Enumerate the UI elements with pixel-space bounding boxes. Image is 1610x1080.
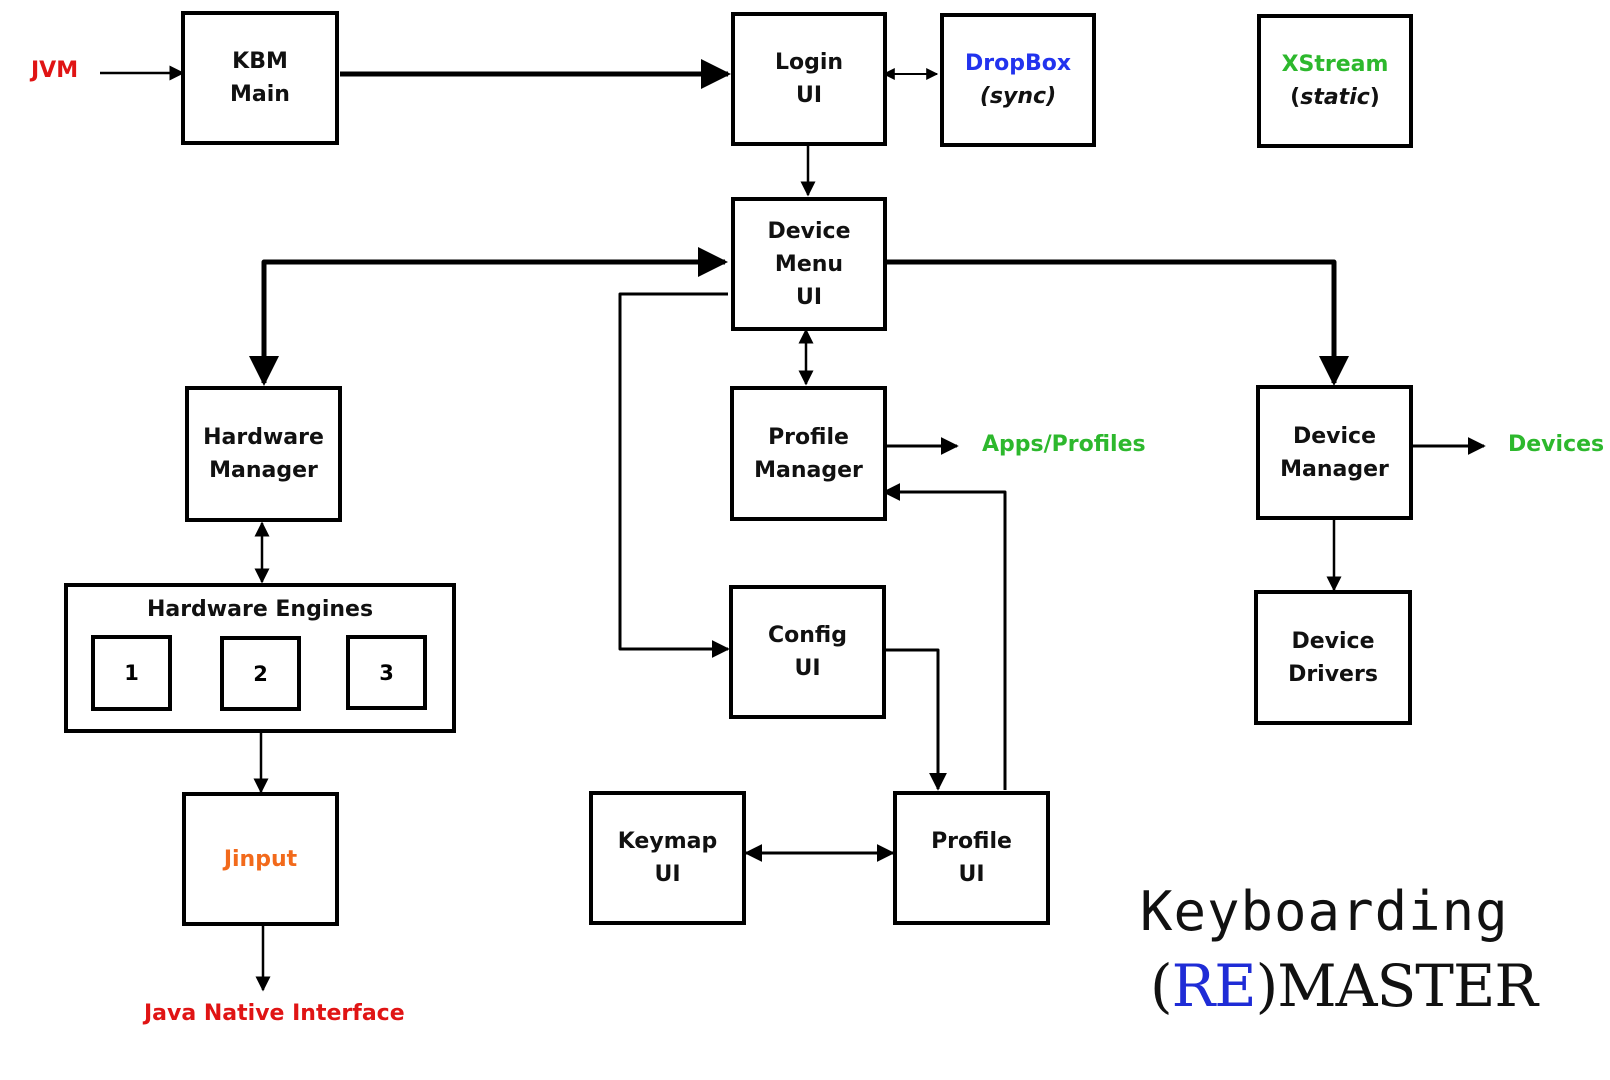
device-drivers-box: Device Drivers bbox=[1254, 590, 1412, 725]
arrow-devicemenu-config bbox=[618, 292, 730, 658]
keymap-ui-line-1: Keymap bbox=[617, 829, 718, 854]
jinput-name: Jinput bbox=[223, 846, 298, 872]
profile-manager-line-1: Profile bbox=[768, 424, 849, 450]
arrow-config-profileui bbox=[884, 648, 947, 791]
jinput-box: Jinput bbox=[182, 792, 339, 926]
device-menu-ui-box: Device Menu UI bbox=[731, 197, 887, 331]
keymap-ui-box: Keymap UI bbox=[589, 791, 746, 925]
engine-3-box: 3 bbox=[346, 635, 427, 710]
dropbox-name: DropBox bbox=[964, 51, 1072, 76]
xstream-note-close: ) bbox=[1369, 85, 1380, 110]
xstream-note-wrap: (static) bbox=[1290, 81, 1380, 114]
hardware-manager-line-2: Manager bbox=[209, 458, 318, 483]
device-manager-line-2: Manager bbox=[1280, 456, 1389, 482]
kbm-main-box: KBM Main bbox=[181, 11, 339, 145]
xstream-name: XStream bbox=[1281, 52, 1389, 77]
arrow-devicemenu-hardware bbox=[249, 247, 728, 386]
kbm-main-line-1: KBM bbox=[232, 49, 288, 74]
xstream-box: XStream (static) bbox=[1257, 14, 1413, 148]
brand-paren-open: ( bbox=[1150, 952, 1173, 1020]
profile-ui-line-2: UI bbox=[958, 862, 985, 887]
config-ui-box: Config UI bbox=[729, 585, 886, 719]
device-menu-line-1: Device bbox=[767, 218, 851, 244]
keymap-ui-line-2: UI bbox=[654, 862, 681, 887]
login-ui-line-1: Login bbox=[774, 50, 844, 75]
device-drivers-line-2: Drivers bbox=[1288, 661, 1378, 687]
profile-manager-line-2: Manager bbox=[754, 457, 863, 483]
login-ui-box: Login UI bbox=[731, 12, 887, 146]
dropbox-box: DropBox (sync) bbox=[940, 13, 1096, 147]
devices-label: Devices bbox=[1508, 432, 1605, 457]
xstream-note: static bbox=[1300, 85, 1370, 110]
arrow-profileui-profilemanager bbox=[882, 483, 1007, 790]
hardware-manager-line-1: Hardware bbox=[203, 425, 324, 450]
login-ui-line-2: UI bbox=[795, 83, 823, 108]
dropbox-note: (sync) bbox=[979, 84, 1057, 109]
config-ui-line-2: UI bbox=[794, 656, 821, 681]
device-manager-box: Device Manager bbox=[1256, 385, 1413, 520]
jvm-label: JVM bbox=[31, 58, 79, 83]
profile-manager-box: Profile Manager bbox=[730, 386, 887, 521]
profile-ui-line-1: Profile bbox=[931, 829, 1012, 854]
device-menu-line-3: UI bbox=[795, 284, 823, 310]
profile-ui-box: Profile UI bbox=[893, 791, 1050, 925]
device-menu-line-2: Menu bbox=[774, 251, 844, 277]
hardware-engines-title: Hardware Engines bbox=[146, 597, 374, 622]
brand-subtitle: (RE)MASTER bbox=[1150, 952, 1538, 1020]
brand-master: MASTER bbox=[1277, 952, 1538, 1020]
device-drivers-line-1: Device bbox=[1291, 628, 1375, 654]
xstream-note-open: ( bbox=[1290, 85, 1301, 110]
jni-label: Java Native Interface bbox=[144, 1001, 405, 1026]
brand-paren-close: ) bbox=[1255, 952, 1279, 1020]
config-ui-line-1: Config bbox=[768, 623, 847, 648]
apps-profiles-label: Apps/Profiles bbox=[982, 432, 1146, 457]
engine-1-box: 1 bbox=[91, 635, 172, 711]
brand-title: Keyboarding bbox=[1140, 880, 1509, 943]
hardware-manager-box: Hardware Manager bbox=[185, 386, 342, 522]
device-manager-line-1: Device bbox=[1292, 423, 1377, 449]
engine-2-box: 2 bbox=[220, 636, 301, 711]
kbm-main-line-2: Main bbox=[230, 82, 290, 107]
brand-re: RE bbox=[1171, 952, 1257, 1020]
arrow-devicemenu-devicemanager bbox=[883, 259, 1349, 386]
